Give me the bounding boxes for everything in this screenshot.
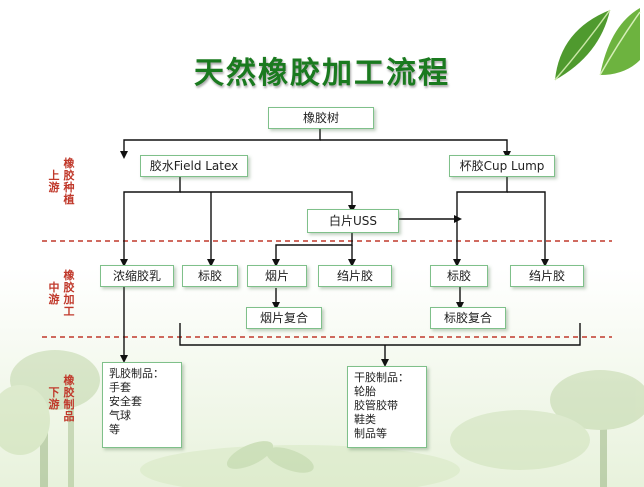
- node-concentrated-latex: 浓缩胶乳: [100, 265, 174, 287]
- stage-label-midstream: 中游: [48, 281, 60, 306]
- list-item: 气球: [109, 409, 131, 422]
- forest-decoration: [0, 350, 644, 487]
- dry-products-box: 干胶制品： 轮胎 胶管胶带 鞋类 制品等: [347, 366, 427, 448]
- node-crepe-right: 绉片胶: [510, 265, 584, 287]
- list-item: 等: [109, 423, 120, 436]
- leaf-icon: [554, 8, 641, 81]
- node-standard-rubber-right: 标胶: [430, 265, 488, 287]
- stage-label-downstream: 下游: [48, 386, 60, 411]
- node-uss: 白片USS: [307, 209, 399, 233]
- node-rubber-tree: 橡胶树: [268, 107, 374, 129]
- stage-sub-midstream: 橡胶加工: [63, 269, 75, 318]
- node-smoked-sheet: 烟片: [247, 265, 307, 287]
- node-standard-rubber-left: 标胶: [182, 265, 238, 287]
- node-field-latex: 胶水Field Latex: [140, 155, 248, 177]
- list-item: 胶管胶带: [354, 399, 398, 412]
- stage-sub-downstream: 橡胶制品: [63, 374, 75, 423]
- latex-products-heading: 乳胶制品：: [109, 367, 164, 380]
- list-item: 制品等: [354, 427, 387, 440]
- list-item: 安全套: [109, 395, 142, 408]
- page-title: 天然橡胶加工流程: [194, 56, 450, 91]
- dry-products-heading: 干胶制品：: [354, 371, 409, 384]
- node-cup-lump: 杯胶Cup Lump: [449, 155, 555, 177]
- list-item: 鞋类: [354, 413, 376, 426]
- latex-products-box: 乳胶制品： 手套 安全套 气球 等: [102, 362, 182, 448]
- node-crepe-left: 绉片胶: [318, 265, 392, 287]
- list-item: 轮胎: [354, 385, 376, 398]
- stage-sub-upstream: 橡胶种植: [63, 157, 75, 206]
- node-standard-compound: 标胶复合: [430, 307, 506, 329]
- stage-label-upstream: 上游: [48, 169, 60, 194]
- flow-connectors: [123, 128, 581, 362]
- node-smoked-compound: 烟片复合: [246, 307, 322, 329]
- list-item: 手套: [109, 381, 131, 394]
